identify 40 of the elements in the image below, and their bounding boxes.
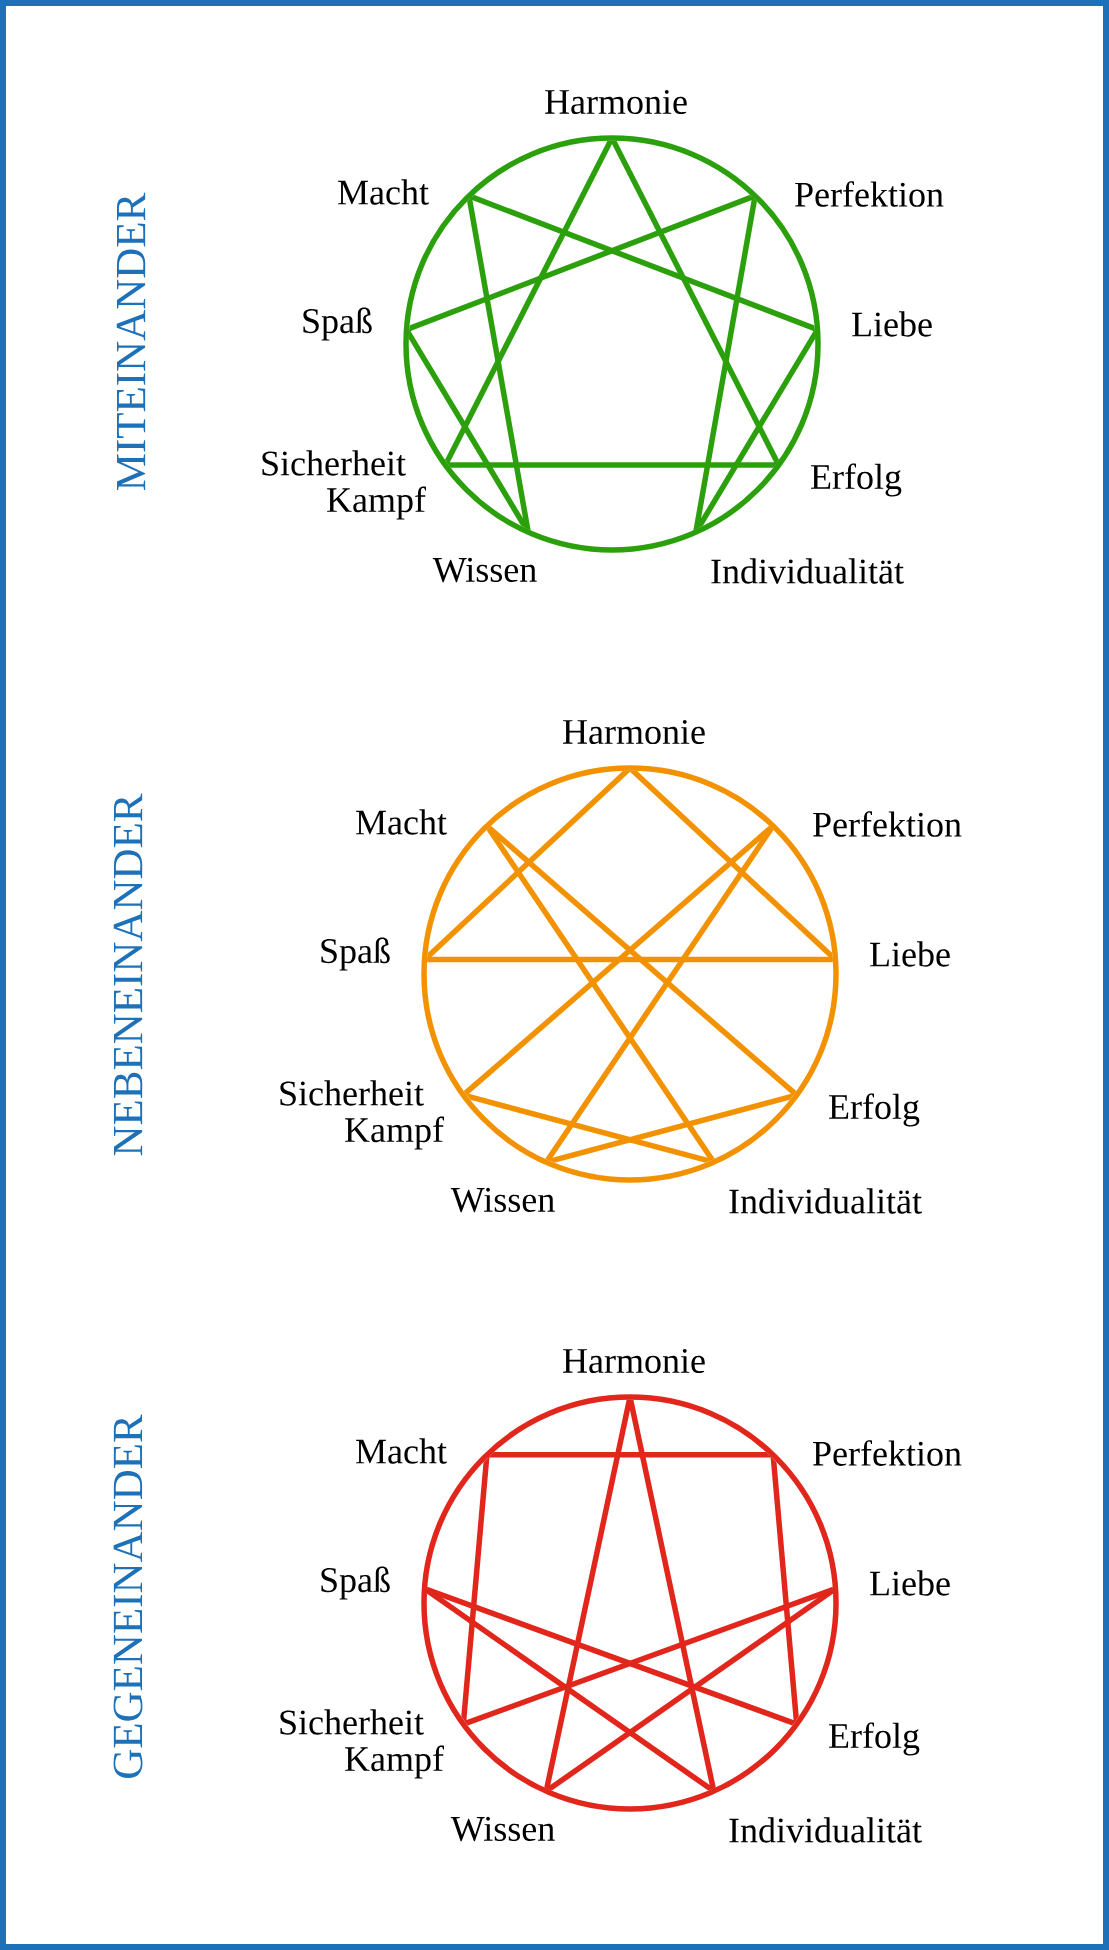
point-label: Kampf: [327, 486, 426, 520]
point-label: Harmonie: [563, 719, 705, 745]
point-label: Sicherheit: [280, 1709, 424, 1735]
point-label: Liebe: [870, 941, 950, 967]
point-label: Sicherheit: [262, 450, 406, 476]
point-label: Harmonie: [563, 1348, 705, 1374]
chord-line: [462, 1586, 834, 1727]
point-label: Kampf: [345, 1745, 444, 1779]
point-label: Spaß: [303, 307, 372, 341]
point-label: Kampf: [345, 1116, 444, 1150]
point-label: Erfolg: [811, 463, 902, 497]
chord-line: [466, 195, 531, 533]
chord-line: [408, 193, 756, 333]
point-label: Macht: [338, 179, 429, 205]
section-label: NEBENEINANDER: [113, 793, 143, 1156]
point-label: Sicherheit: [280, 1080, 424, 1106]
point-label: Individualität: [711, 558, 904, 584]
point-label: Perfektion: [813, 1440, 962, 1466]
point-label: Perfektion: [795, 181, 944, 207]
point-label: Individualität: [729, 1817, 922, 1843]
point-label: Individualität: [729, 1188, 922, 1214]
chord-line: [445, 462, 779, 468]
chord-line: [426, 956, 834, 963]
point-label: Macht: [356, 1438, 447, 1464]
chord-line: [426, 1586, 798, 1727]
point-label: Macht: [356, 809, 447, 835]
point-label: Liebe: [852, 311, 932, 337]
point-label: Erfolg: [829, 1093, 920, 1127]
point-label: Spaß: [321, 1566, 390, 1600]
point-label: Wissen: [450, 1187, 555, 1213]
chord-line: [487, 1452, 773, 1458]
point-label: Perfektion: [813, 811, 962, 837]
section-label: MITEINANDER: [116, 192, 146, 491]
point-label: Wissen: [432, 557, 537, 583]
section-label: GEGENEINANDER: [113, 1414, 143, 1778]
point-label: Erfolg: [829, 1722, 920, 1756]
point-label: Spaß: [321, 937, 390, 971]
point-label: Liebe: [870, 1570, 950, 1596]
point-label: Harmonie: [545, 89, 687, 115]
point-label: Wissen: [450, 1816, 555, 1842]
